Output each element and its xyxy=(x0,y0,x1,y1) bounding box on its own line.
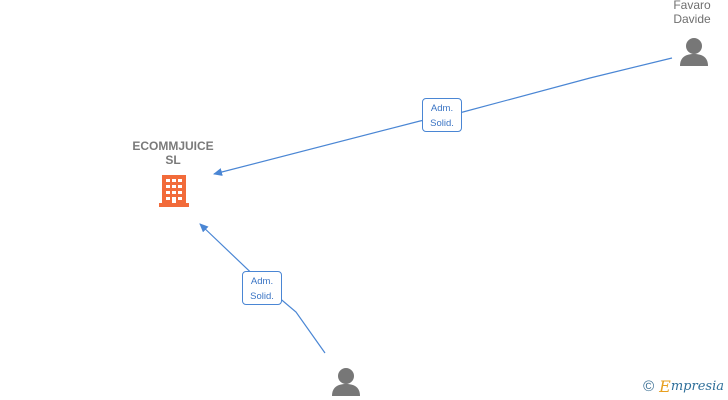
company-label-line2: SL xyxy=(165,153,181,167)
logo-brand-initial: E xyxy=(659,377,671,396)
copyright-symbol: © xyxy=(643,378,655,395)
logo-brand-text: mpresia xyxy=(670,379,724,394)
person-icon[interactable] xyxy=(680,38,708,66)
edge-label-bottom-line1: Adm. xyxy=(250,276,274,287)
person-top-label[interactable]: Favaro Davide xyxy=(656,0,728,26)
edge-label-favaro-line1: Adm. xyxy=(430,103,454,114)
person-top-label-line1: Favaro xyxy=(673,0,711,12)
edge-label-favaro: Adm. Solid. xyxy=(422,98,462,132)
person-icon[interactable] xyxy=(332,368,360,396)
edge-favaro-to-company xyxy=(213,57,673,176)
person-top-label-line2: Davide xyxy=(673,12,711,26)
edge-label-bottom-line2: Solid. xyxy=(250,291,274,302)
edge-label-bottom-person: Adm. Solid. xyxy=(242,271,282,305)
company-label-line1: ECOMMJUICE xyxy=(132,139,214,153)
edge-label-favaro-line2: Solid. xyxy=(430,118,454,129)
company-label[interactable]: ECOMMJUICE SL xyxy=(118,139,228,167)
building-icon[interactable] xyxy=(159,175,189,207)
